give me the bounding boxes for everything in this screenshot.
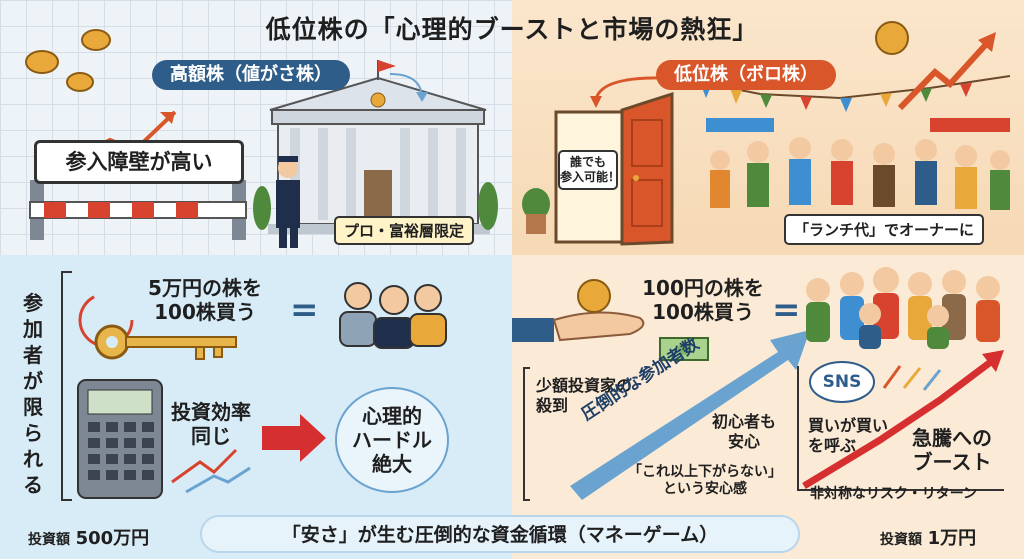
right-arrow-icon — [262, 414, 326, 462]
door-sign: 誰でも 参入可能！ — [558, 150, 621, 190]
left-purchase-line-1: 5万円の株を — [148, 276, 262, 300]
floor-note-line-1: 「これ以上下がらない」 — [628, 464, 782, 480]
hand-icon — [512, 311, 645, 342]
pro-tag: プロ・富裕層限定 — [334, 216, 475, 245]
right-amount-value: 1万円 — [927, 528, 977, 549]
door-sign-line-2: 参入可能！ — [560, 170, 621, 184]
three-people-icon — [339, 282, 447, 349]
crowd-figures-bottom — [806, 267, 1000, 349]
beginners: 初心者も 安心 — [712, 412, 776, 452]
footer-banner: 「安さ」が生む圧倒的な資金循環（マネーゲーム） — [200, 515, 800, 553]
small-investors-line-2: 殺到 — [536, 396, 569, 415]
barrier-icon — [29, 180, 247, 240]
left-amount: 投資額 500万円 — [28, 524, 149, 550]
beginners-line-2: 安心 — [728, 432, 761, 451]
left-hurdle-line-1: 心理的 — [362, 404, 422, 428]
left-efficiency: 投資効率 同じ — [166, 400, 256, 448]
bank-building-icon — [268, 60, 490, 234]
right-purchase-line-2: 100株買う — [652, 300, 754, 324]
left-efficiency-line-1: 投資効率 — [171, 400, 251, 424]
left-label: 高額株（値がさ株） — [152, 60, 350, 90]
beginners-line-1: 初心者も — [712, 412, 777, 431]
sns-bubble-icon — [809, 361, 875, 403]
right-purchase: 100円の株を 100株買う — [628, 276, 778, 324]
vertical-note: 参加者が限られる — [23, 291, 43, 497]
door-sign-line-1: 誰でも — [569, 155, 606, 169]
left-equals: = — [290, 290, 319, 330]
right-amount: 投資額 1万円 — [880, 524, 976, 550]
sns-label: SNS — [822, 372, 862, 392]
lunch-tag: 「ランチ代」でオーナーに — [784, 214, 985, 245]
left-hurdle-line-3: 絶大 — [372, 452, 412, 476]
left-hurdle: 心理的 ハードル 絶大 — [342, 404, 442, 476]
small-investors: 少額投資家の 殺到 — [536, 376, 632, 416]
floor-note-line-2: という安心感 — [663, 481, 747, 497]
left-amount-value: 500万円 — [75, 528, 150, 549]
guard-figure — [276, 156, 300, 248]
diagonal-arrow-icon — [570, 330, 810, 500]
right-equals: = — [772, 290, 801, 330]
left-purchase: 5万円の株を 100株買う — [120, 276, 290, 324]
buy-calls-line-2: を呼ぶ — [808, 436, 857, 455]
key-icon — [78, 292, 237, 360]
small-investors-line-1: 少額投資家の — [536, 376, 633, 395]
page-title: 低位株の「心理的ブーストと市場の熱狂」 — [265, 15, 759, 44]
right-purchase-line-1: 100円の株を — [642, 276, 764, 300]
left-amount-label: 投資額 — [28, 532, 70, 548]
calculator-icon — [77, 379, 163, 499]
right-label: 低位株（ボロ株） — [656, 60, 836, 90]
left-purchase-line-2: 100株買う — [154, 300, 256, 324]
buy-calls-line-1: 買いが買い — [808, 416, 889, 435]
barrier-text: 参入障壁が高い — [34, 140, 244, 184]
floor-note: 「これ以上下がらない」 という安心感 — [628, 464, 782, 498]
boost: 急騰への ブースト — [900, 426, 1004, 474]
left-efficiency-line-2: 同じ — [191, 424, 231, 448]
coin-icon — [25, 29, 111, 92]
right-amount-label: 投資額 — [880, 532, 922, 548]
asymmetric: 非対称なリスク・リターン — [810, 486, 978, 502]
buy-calls: 買いが買い を呼ぶ — [808, 416, 888, 456]
boost-line-1: 急騰への — [912, 426, 992, 450]
left-hurdle-line-2: ハードル — [352, 428, 432, 452]
boost-line-2: ブースト — [912, 450, 992, 474]
crowd-figures — [710, 137, 1010, 210]
